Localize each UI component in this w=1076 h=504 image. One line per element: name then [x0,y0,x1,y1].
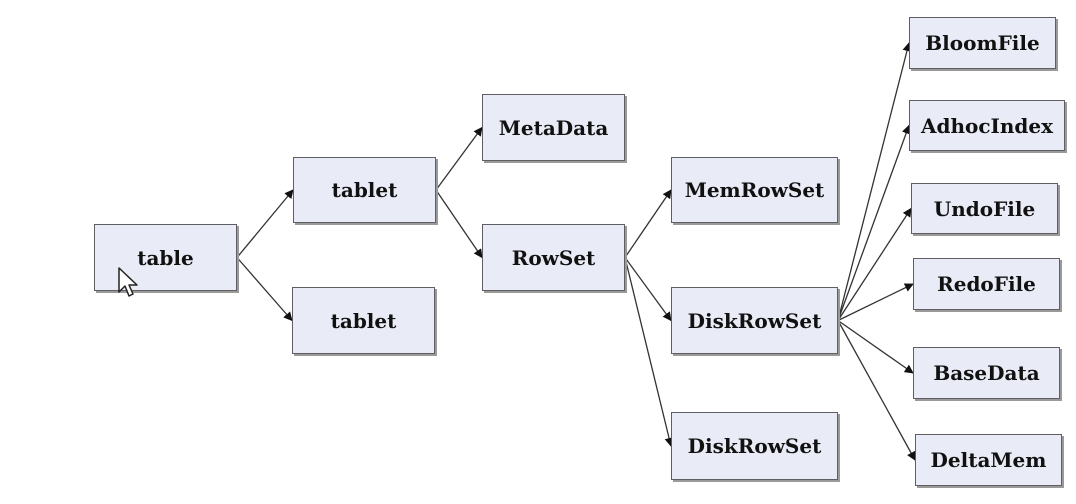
node-undofile: UndoFile [911,183,1058,234]
node-bloomfile: BloomFile [909,17,1056,69]
node-memrowset: MemRowSet [671,157,838,223]
node-tablet: tablet [293,157,436,223]
edge-arrow-tablet1-to-metadata [435,126,483,191]
edge-arrow-diskrowset1-to-redofile [837,283,914,322]
node-diskrowset: DiskRowSet [671,287,838,354]
node-metadata: MetaData [482,94,625,161]
edge-arrow-rowset-to-diskrowset2 [624,257,674,447]
node-diskrowset: DiskRowSet [671,412,838,480]
edge-arrow-rowset-to-memrowset [624,189,672,258]
edge-arrow-tablet1-to-rowset [435,189,483,259]
node-rowset: RowSet [482,224,625,291]
node-tablet: tablet [292,287,435,354]
edge-arrow-diskrowset1-to-adhocindex [837,124,911,321]
node-adhocindex: AdhocIndex [909,100,1065,151]
edge-arrow-diskrowset1-to-bloomfile [837,42,912,321]
edge-arrow-table-to-tablet2 [236,257,293,322]
edge-arrow-diskrowset1-to-deltamem [837,320,916,461]
node-redofile: RedoFile [913,258,1060,310]
node-deltamem: DeltaMem [915,434,1062,486]
edge-arrow-rowset-to-diskrowset1 [624,257,672,322]
edge-arrow-diskrowset1-to-undofile [837,207,912,321]
edge-arrow-table-to-tablet1 [236,189,294,258]
edge-arrow-diskrowset1-to-basedata [837,319,914,374]
mouse-pointer-icon [118,267,138,297]
node-basedata: BaseData [913,347,1060,399]
node-table: table [94,224,237,291]
